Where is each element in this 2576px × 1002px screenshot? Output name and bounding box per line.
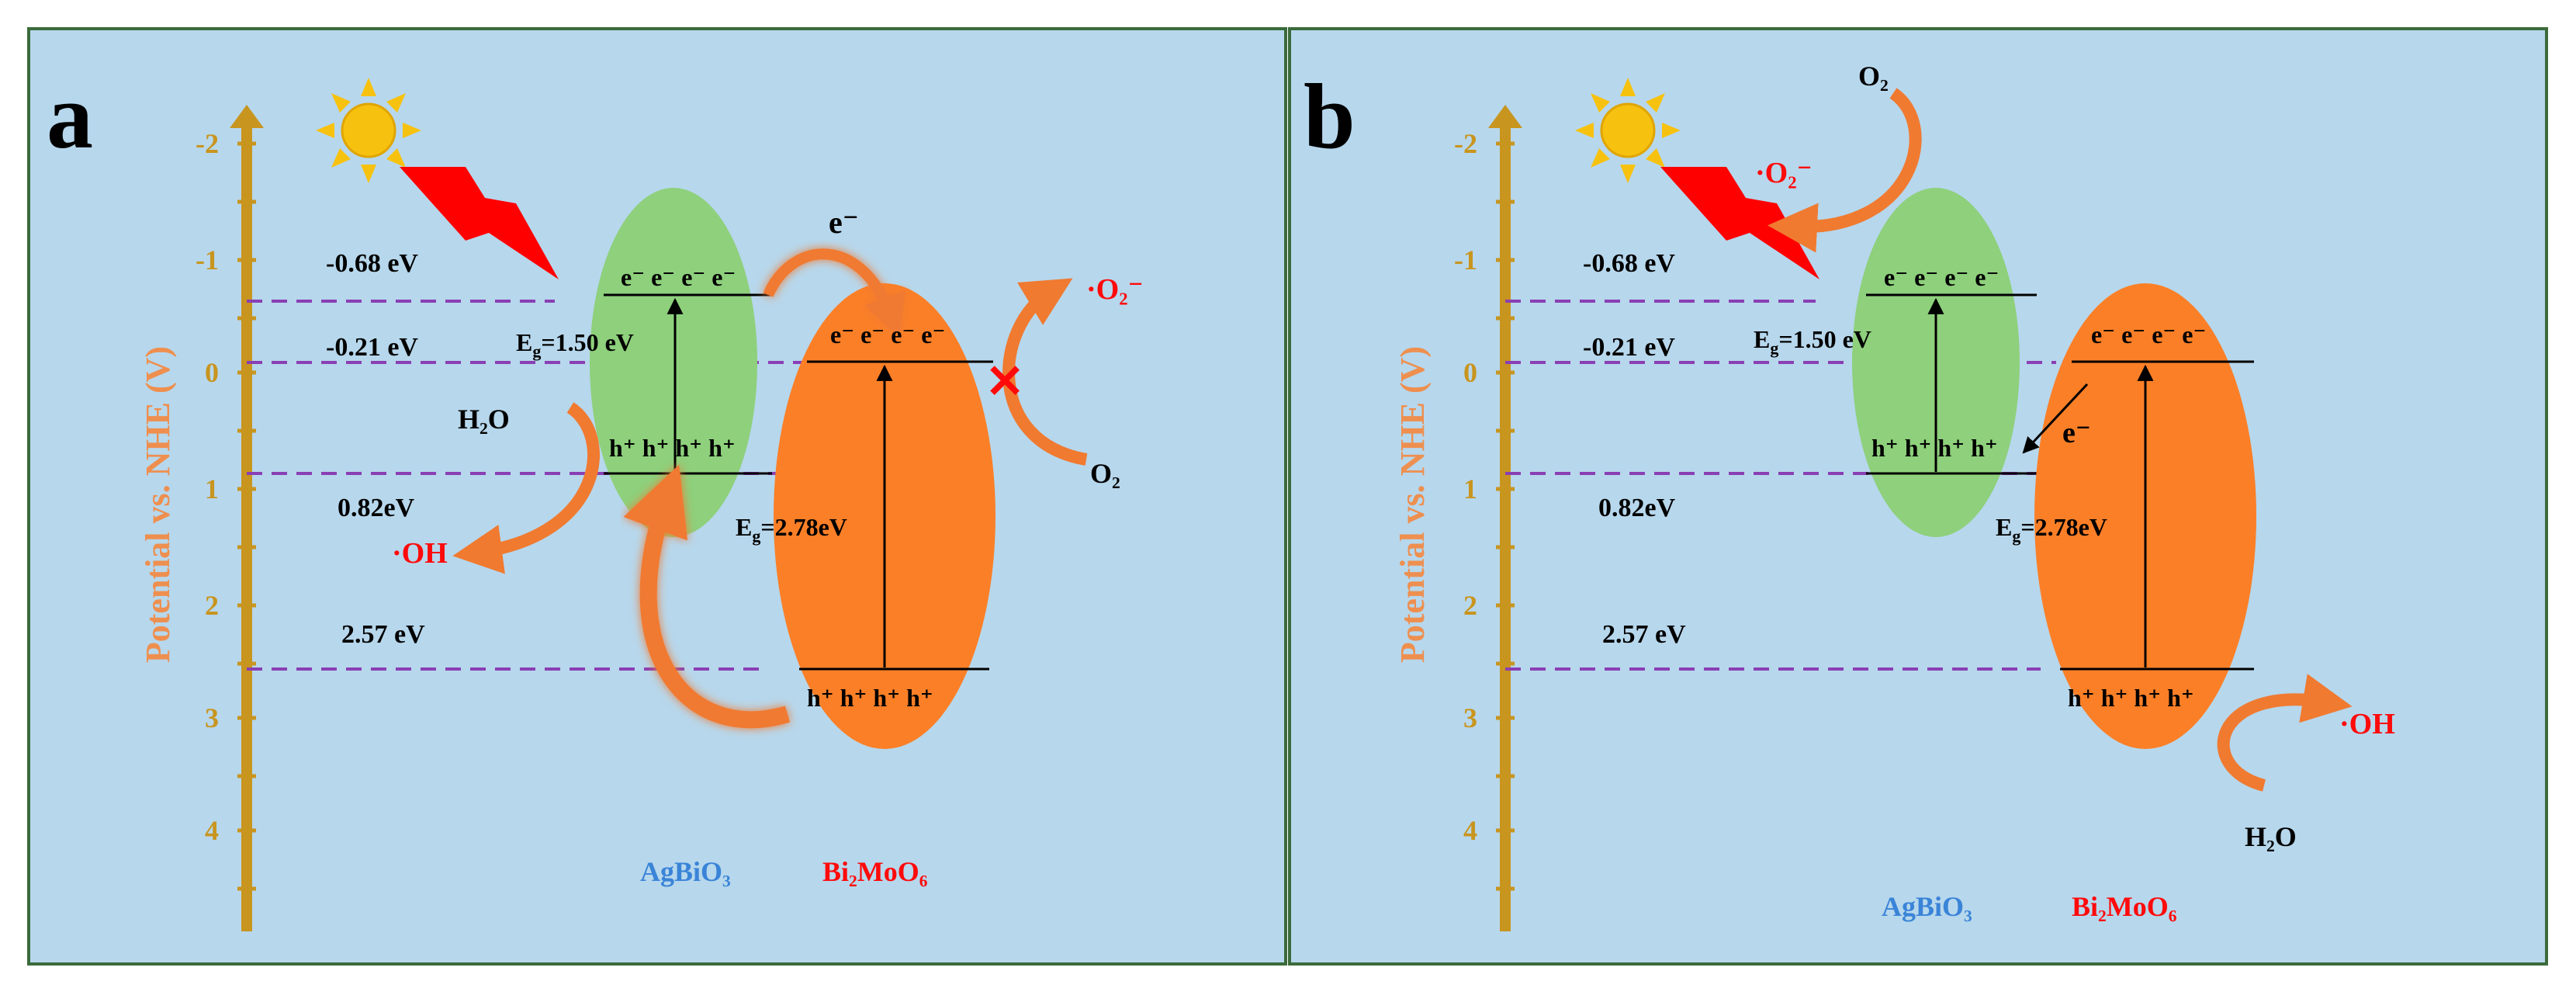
- oxidation-arrow: [452, 402, 600, 574]
- lightning-icon: [400, 167, 559, 279]
- hole-row: h⁺ h⁺ h⁺ h⁺: [807, 684, 933, 712]
- species-oh: ·OH: [392, 537, 448, 570]
- species-o2: O₂: [1090, 458, 1120, 489]
- electron-row: e⁻ e⁻ e⁻ e⁻: [1884, 263, 1999, 291]
- panel-a: a -2 -1 0 1 2 3 4 Pote: [27, 27, 1287, 966]
- sun-icon: [316, 78, 421, 183]
- agbio3-band: e⁻ e⁻ e⁻ e⁻ h⁺ h⁺ h⁺ h⁺ Eg=1.50 eV: [516, 188, 772, 537]
- panel-b: b -2 -1 0 1 2 3 4 Potential: [1288, 27, 2548, 966]
- panel-letter: a: [47, 64, 93, 168]
- material-label-agbio3: AgBiO₃: [640, 856, 731, 887]
- level-label: -0.68 eV: [326, 249, 418, 278]
- level-label: 2.57 eV: [1602, 620, 1686, 649]
- species-oh: ·OH: [2339, 708, 2395, 740]
- axis-label: Potential vs. NHE (V): [139, 346, 177, 663]
- electron-transfer-arrow: [763, 248, 905, 339]
- material-label-bi2moo6: Bi₂MoO₆: [822, 856, 928, 887]
- electron-row: e⁻ e⁻ e⁻ e⁻: [2091, 321, 2206, 348]
- tick-label: 3: [1463, 702, 1477, 733]
- tick-label: 0: [1463, 357, 1477, 388]
- reduction-arrow: [1002, 278, 1088, 466]
- species-o2: O₂: [1858, 61, 1889, 92]
- level-label: 0.82eV: [1598, 494, 1676, 522]
- species-o2-radical: ·O₂⁻: [1086, 273, 1144, 306]
- axis-label: Potential vs. NHE (V): [1394, 346, 1432, 663]
- tick-label: -1: [196, 244, 219, 276]
- level-label: 2.57 eV: [341, 620, 425, 649]
- material-label-agbio3: AgBiO₃: [1882, 891, 1972, 922]
- reduction-arrow: [1768, 88, 1922, 253]
- species-h2o: H₂O: [458, 404, 510, 435]
- potential-axis: -2 -1 0 1 2 3 4 Potential vs. NHE (V): [1394, 105, 1522, 931]
- electron-row: e⁻ e⁻ e⁻ e⁻: [621, 263, 736, 291]
- tick-label: 2: [205, 590, 219, 621]
- panel-letter: b: [1304, 64, 1356, 168]
- bandgap-label: Eg=1.50 eV: [516, 328, 634, 361]
- species-o2-radical: ·O₂⁻: [1755, 157, 1813, 189]
- bandgap-label: Eg=2.78eV: [736, 513, 847, 546]
- tick-label: 4: [205, 815, 219, 846]
- bi2moo6-band: e⁻ e⁻ e⁻ e⁻ h⁺ h⁺ h⁺ h⁺ Eg=2.78eV: [736, 283, 995, 749]
- tick-label: 2: [1463, 590, 1477, 621]
- hole-row: h⁺ h⁺ h⁺ h⁺: [2068, 684, 2194, 712]
- potential-axis: -2 -1 0 1 2 3 4 Potential vs. NHE (V): [139, 105, 264, 931]
- level-label: -0.68 eV: [1583, 249, 1675, 278]
- tick-label: 4: [1463, 815, 1477, 846]
- tick-label: 1: [1463, 473, 1477, 504]
- level-label: -0.21 eV: [326, 333, 418, 362]
- blocked-icon: ✕: [985, 356, 1024, 407]
- hole-row: h⁺ h⁺ h⁺ h⁺: [609, 434, 736, 462]
- tick-label: 1: [205, 473, 219, 504]
- level-label: 0.82eV: [338, 494, 415, 522]
- sun-icon: [1575, 78, 1681, 183]
- species-h2o: H₂O: [2245, 821, 2297, 852]
- tick-label: 0: [205, 357, 219, 388]
- material-label-bi2moo6: Bi₂MoO₆: [2072, 891, 2177, 922]
- bi2moo6-band: e⁻ e⁻ e⁻ e⁻ h⁺ h⁺ h⁺ h⁺ Eg=2.78eV: [1996, 283, 2256, 749]
- tick-label: -1: [1454, 244, 1477, 276]
- electron-row: e⁻ e⁻ e⁻ e⁻: [830, 321, 945, 348]
- tick-label: -2: [1454, 128, 1477, 159]
- transfer-label: e⁻: [2062, 417, 2091, 449]
- level-label: -0.21 eV: [1583, 333, 1675, 362]
- oxidation-arrow: [2217, 674, 2353, 792]
- tick-label: -2: [196, 128, 219, 159]
- transfer-label: e⁻: [829, 205, 859, 240]
- hole-row: h⁺ h⁺ h⁺ h⁺: [1871, 434, 1998, 462]
- electron-transfer-arrow: [2022, 383, 2089, 454]
- agbio3-band: e⁻ e⁻ e⁻ e⁻ h⁺ h⁺ h⁺ h⁺ Eg=1.50 eV: [1754, 188, 2037, 537]
- hole-transfer-arrow: [623, 464, 791, 729]
- tick-label: 3: [205, 702, 219, 733]
